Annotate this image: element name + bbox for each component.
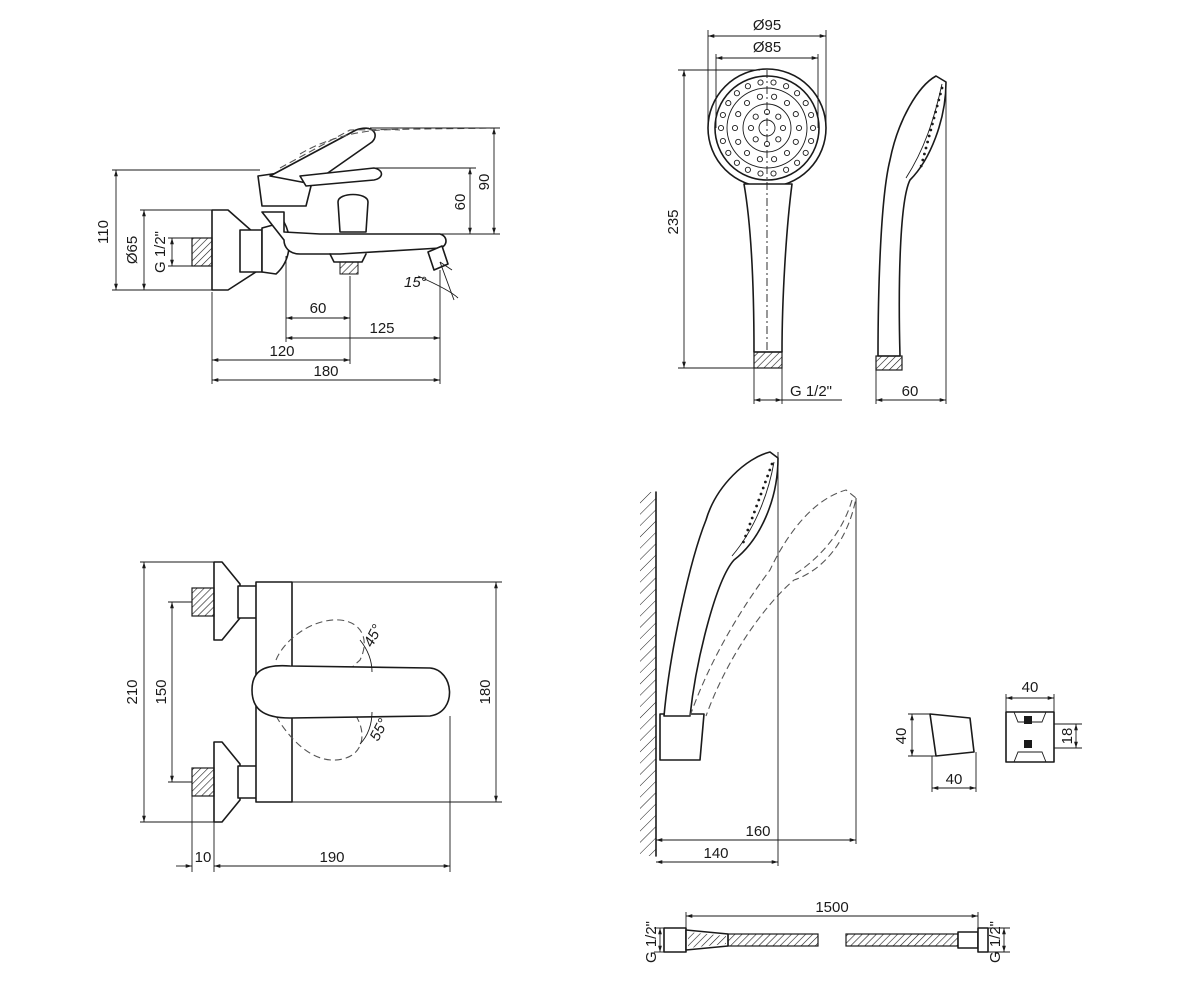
holder-detail: 40 40 40 18 [893,679,1082,792]
front-lever [251,664,451,719]
holder-side [929,713,975,757]
inlet-thread [191,237,213,267]
dim-diameter-85: Ø85 [753,39,781,56]
lever [269,127,376,185]
dim-190: 190 [319,849,344,866]
dim-holder-40-width: 40 [1022,679,1039,696]
dim-235: 235 [665,209,682,234]
dim-60-horizontal: 60 [310,300,327,317]
mixer-side-view: 110 Ø65 G 1/2" 90 60 15° 60 125 120 180 [95,127,500,384]
dim-thread-hose-left: G 1/2" [643,921,660,963]
side-spray-dots [919,86,944,168]
dim-90: 90 [476,174,493,191]
dim-180-front: 180 [477,679,494,704]
dim-holder-18: 18 [1059,728,1076,745]
hose-left-segment [727,933,819,947]
dim-diameter-95: Ø95 [753,17,781,34]
mounted-shower [663,451,779,717]
dim-10: 10 [195,849,212,866]
dim-210: 210 [124,679,141,704]
dim-180-side: 180 [313,363,338,380]
dim-140: 140 [703,845,728,862]
dim-holder-40-depth: 40 [946,771,963,788]
dim-1500: 1500 [815,899,848,916]
wall-holder [659,713,705,761]
dim-thread-hose-right: G 1/2" [987,921,1004,963]
dim-125: 125 [369,320,394,337]
dim-60-vertical: 60 [452,194,469,211]
mixer-front-view: 210 150 45° 55° 180 10 190 [124,561,502,872]
hose-right-segment [845,933,959,947]
dim-thread-shower: G 1/2" [790,383,832,400]
dim-holder-40-height: 40 [893,728,910,745]
dim-160: 160 [745,823,770,840]
wall-hatch [640,492,656,856]
hose-view: 1500 G 1/2" G 1/2" [643,899,1010,963]
shower-side [877,75,947,357]
dim-thread-side: G 1/2" [152,231,169,273]
dim-110: 110 [95,220,112,244]
dim-angle-15: 15° [404,274,427,291]
dim-angle-55: 55° [367,716,393,744]
shower-handle [743,183,793,353]
dim-150: 150 [153,679,170,704]
spray-nozzles [717,79,817,177]
dim-60-shower: 60 [902,383,919,400]
dim-120: 120 [269,343,294,360]
shower-head-views: Ø95 Ø85 235 G 1/2" 60 [665,17,947,404]
dim-diameter-65: Ø65 [124,236,141,264]
wall-mount-view: 160 140 [640,451,857,866]
diverter-knob [337,193,369,233]
